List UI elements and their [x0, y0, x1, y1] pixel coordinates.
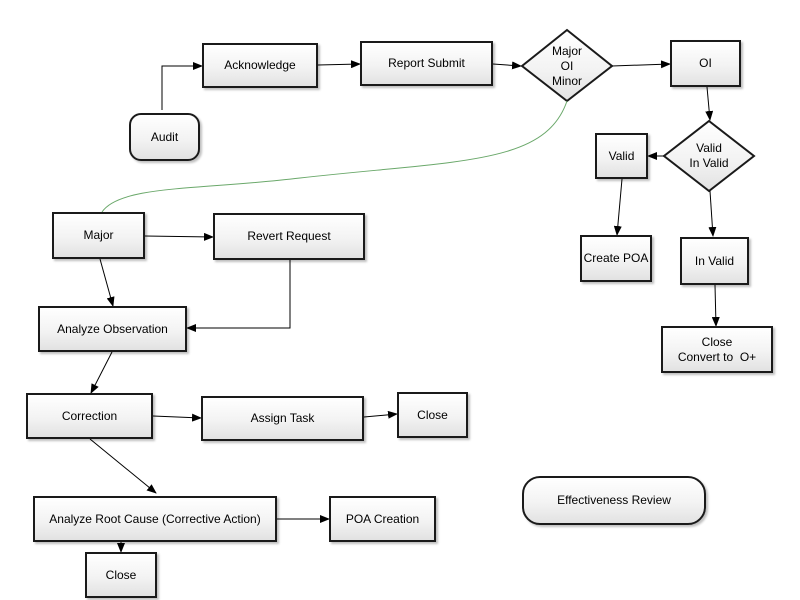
connector-revert-analyze	[186, 260, 291, 332]
node-close-2-label: Close	[105, 567, 137, 582]
node-create-poa-label: Create POA	[583, 251, 649, 265]
connector-report-decision	[492, 61, 522, 70]
node-analyze-observation[interactable]: Analyze Observation	[38, 306, 187, 352]
node-close-1[interactable]: Close	[397, 392, 468, 438]
connector-decision-oi	[611, 60, 671, 69]
node-create-poa[interactable]: Create POA	[580, 235, 652, 282]
node-report-submit-label: Report Submit	[388, 56, 465, 70]
connector-assign-close	[363, 410, 398, 419]
connector-analyze-correction	[90, 351, 113, 394]
node-assign-task[interactable]: Assign Task	[201, 396, 364, 441]
node-valid[interactable]: Valid	[595, 133, 648, 179]
node-major[interactable]: Major	[52, 212, 145, 259]
node-close-convert-line1: Close	[701, 334, 733, 349]
node-poa-creation[interactable]: POA Creation	[329, 496, 436, 542]
node-close-convert-line2: Convert to O+	[677, 349, 757, 364]
node-in-valid-label: In Valid	[694, 253, 735, 268]
connector-audit-acknowledge	[161, 62, 203, 110]
node-oi-label: OI	[699, 56, 712, 70]
decision-valid-invalid-shape[interactable]	[662, 119, 756, 193]
node-close-convert[interactable]: Close Convert to O+	[661, 326, 773, 373]
decision-major-oi-minor-shape[interactable]	[520, 28, 614, 103]
connector-correction-rootcause	[89, 438, 157, 494]
node-oi[interactable]: OI	[670, 40, 741, 87]
node-major-label: Major	[83, 228, 114, 242]
node-correction-label: Correction	[61, 408, 118, 423]
connector-major-revert	[144, 232, 214, 241]
node-correction[interactable]: Correction	[26, 393, 153, 439]
connector-major-analyze	[99, 258, 115, 307]
node-audit-label: Audit	[150, 129, 179, 144]
node-assign-task-label: Assign Task	[250, 411, 315, 425]
connector-acknowledge-report	[317, 60, 361, 69]
connector-decision-major-curve	[101, 100, 568, 213]
node-valid-label: Valid	[608, 148, 635, 163]
node-analyze-observation-label: Analyze Observation	[57, 321, 168, 336]
node-effectiveness-review-label: Effectiveness Review	[557, 493, 671, 507]
node-revert-request[interactable]: Revert Request	[213, 213, 365, 260]
connector-decision2-invalid	[708, 190, 717, 237]
connector-oi-decision2	[705, 86, 714, 121]
node-acknowledge[interactable]: Acknowledge	[202, 43, 318, 88]
node-close-1-label: Close	[417, 407, 448, 422]
node-poa-creation-label: POA Creation	[345, 511, 420, 526]
node-in-valid[interactable]: In Valid	[680, 237, 749, 285]
node-analyze-root-cause-label: Analyze Root Cause (Corrective Action)	[49, 511, 261, 526]
connector-valid-createpoa	[613, 178, 623, 236]
node-analyze-root-cause[interactable]: Analyze Root Cause (Corrective Action)	[33, 496, 277, 542]
node-report-submit[interactable]: Report Submit	[360, 41, 493, 86]
node-audit[interactable]: Audit	[129, 113, 200, 161]
node-effectiveness-review[interactable]: Effectiveness Review	[522, 476, 706, 525]
node-revert-request-label: Revert Request	[247, 229, 331, 243]
node-acknowledge-label: Acknowledge	[224, 58, 296, 72]
connector-invalid-close	[711, 284, 720, 327]
node-close-2[interactable]: Close	[85, 552, 157, 598]
connector-correction-assign	[152, 413, 202, 422]
